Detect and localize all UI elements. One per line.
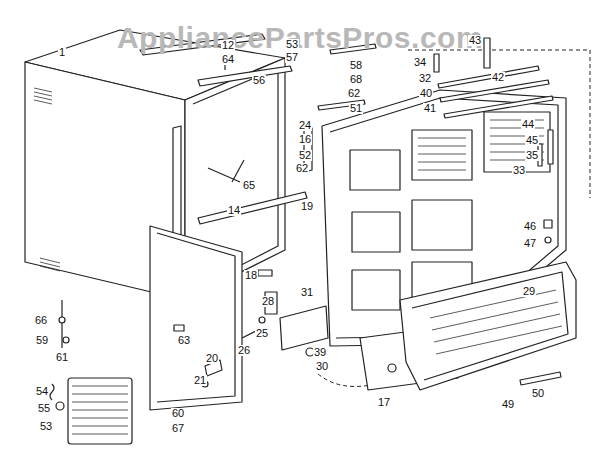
callout-number: 25 — [255, 328, 269, 339]
callout-number: 20 — [205, 353, 219, 364]
front-cover — [400, 262, 576, 390]
callout-number: 49 — [501, 399, 515, 410]
callout-number: 33 — [512, 165, 526, 176]
callout-number: 53 — [39, 421, 53, 432]
callout-number: 17 — [377, 397, 391, 408]
callout-number: 29 — [522, 286, 536, 297]
callout-number: 12 — [221, 40, 235, 51]
rear-grille — [50, 378, 132, 444]
callout-number: 26 — [237, 345, 251, 356]
callout-number: 31 — [300, 287, 314, 298]
callout-number: 42 — [491, 72, 505, 83]
callout-number: 50 — [531, 388, 545, 399]
callout-number: 43 — [468, 35, 482, 46]
callout-number: 39 — [313, 347, 327, 358]
callout-number: 60 — [171, 408, 185, 419]
callout-number: 47 — [523, 238, 537, 249]
callout-number: 40 — [419, 88, 433, 99]
callout-number: 34 — [413, 57, 427, 68]
callout-number: 59 — [35, 335, 49, 346]
callout-number: 35 — [525, 150, 539, 161]
callout-number: 32 — [418, 73, 432, 84]
callout-number: 57 — [285, 52, 299, 63]
callout-number: 63 — [177, 335, 191, 346]
callout-number: 53 — [285, 39, 299, 50]
callout-number: 52 — [298, 150, 312, 161]
watermark: AppliancePartsPros.com — [116, 23, 484, 53]
callout-number: 18 — [244, 270, 258, 281]
callout-number: 19 — [300, 201, 314, 212]
callout-number: 68 — [349, 74, 363, 85]
callout-number: 45 — [525, 135, 539, 146]
trim-parts — [408, 38, 590, 243]
callout-number: 55 — [37, 403, 51, 414]
callout-number: 30 — [315, 361, 329, 372]
callout-number: 16 — [298, 134, 312, 145]
callout-number: 66 — [34, 315, 48, 326]
callout-number: 64 — [221, 54, 235, 65]
callout-number: 67 — [171, 423, 185, 434]
callout-number: 62 — [347, 88, 361, 99]
callout-number: 41 — [423, 103, 437, 114]
callout-number: 62 — [295, 163, 309, 174]
callout-number: 46 — [523, 221, 537, 232]
callout-number: 28 — [261, 296, 275, 307]
callout-number: 21 — [193, 375, 207, 386]
callout-number: 44 — [521, 119, 535, 130]
callout-number: 51 — [349, 103, 363, 114]
callout-number: 61 — [55, 352, 69, 363]
callout-number: 14 — [227, 205, 241, 216]
callout-number: 58 — [349, 60, 363, 71]
callout-number: 65 — [242, 180, 256, 191]
callout-number: 54 — [35, 386, 49, 397]
callout-number: 1 — [58, 47, 66, 58]
callout-number: 56 — [252, 75, 266, 86]
callout-number: 24 — [298, 120, 312, 131]
side-panel — [150, 226, 242, 410]
